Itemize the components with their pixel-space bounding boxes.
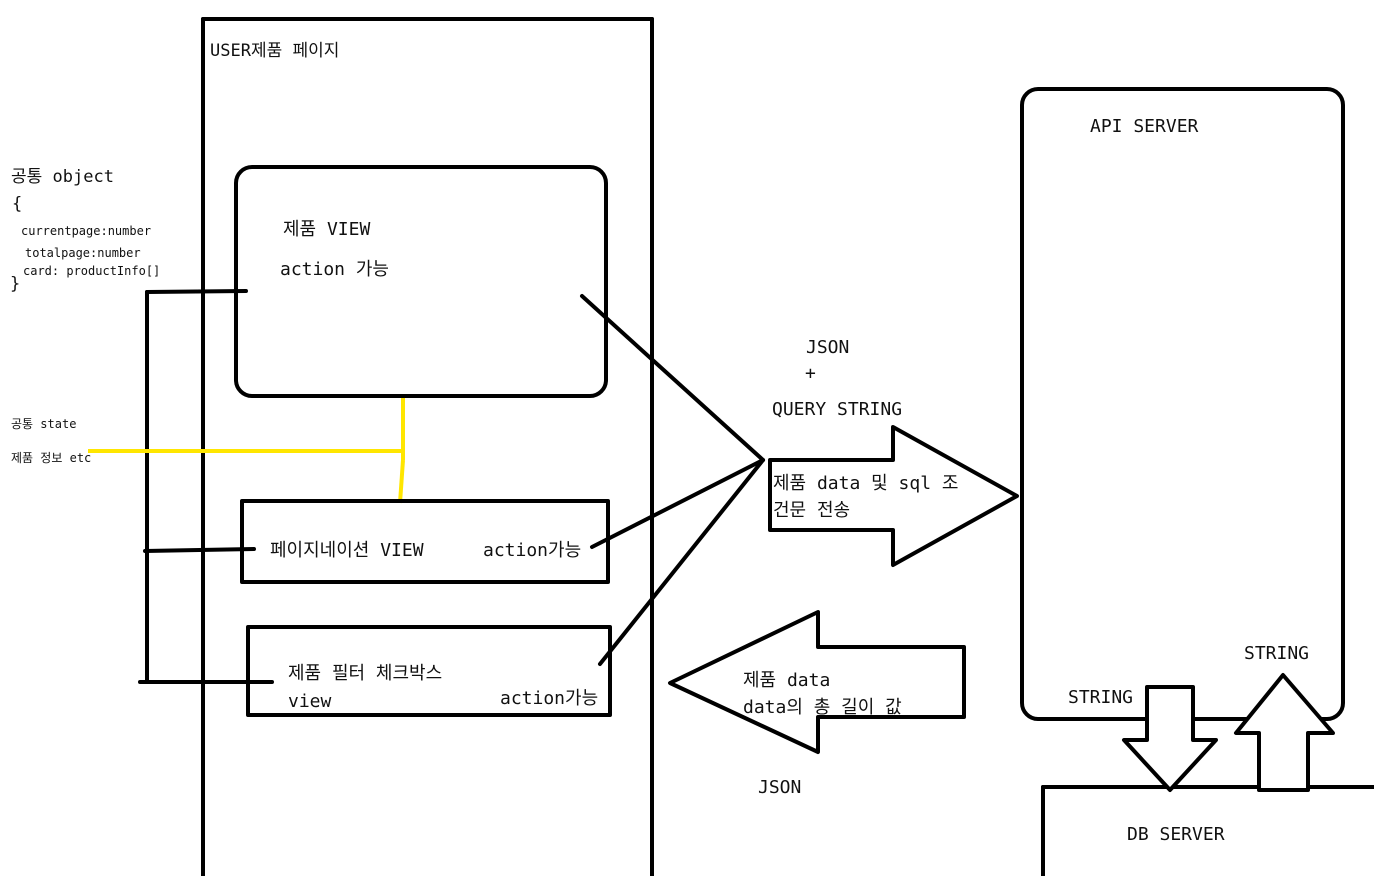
request-arrow (768, 425, 1019, 567)
response-format-json: JSON (758, 777, 801, 798)
pagination-view-action: action가능 (483, 540, 581, 561)
response-arrow (668, 610, 966, 754)
filter-view-action: action가능 (500, 688, 598, 709)
response-arrow-line1: 제품 data (743, 670, 830, 691)
request-arrow-line1: 제품 data 및 sql 조 (773, 473, 958, 494)
product-view-box (234, 165, 608, 398)
request-arrow-line2: 건문 전송 (773, 500, 850, 521)
request-format-plus: + (805, 363, 816, 384)
db-to-api-arrow (1234, 673, 1335, 792)
pagination-view-title: 페이지네이션 VIEW (270, 540, 424, 561)
common-object-field: currentpage:number (21, 224, 151, 238)
response-arrow-line2: data의 총 길이 값 (743, 697, 902, 718)
api-server-title: API SERVER (1090, 116, 1199, 137)
common-object-field: totalpage:number (25, 246, 141, 260)
api-server-box (1020, 87, 1345, 721)
product-view-title: 제품 VIEW (283, 219, 370, 240)
common-object-title: 공통 object (11, 167, 114, 187)
db-to-api-label: STRING (1244, 643, 1309, 664)
common-object-field: card: productInfo[] (23, 264, 160, 278)
db-server-frame (1041, 785, 1374, 876)
common-state-detail: 제품 정보 etc (11, 451, 91, 465)
request-format-json: JSON (806, 337, 849, 358)
filter-view-box (246, 625, 612, 717)
api-to-db-label: STRING (1068, 687, 1133, 708)
filter-view-title: 제품 필터 체크박스 (288, 663, 442, 684)
user-page-frame (201, 17, 654, 876)
common-object-open-brace: { (12, 194, 22, 214)
common-object-close-brace: } (10, 274, 20, 294)
view-to-request-lines (580, 294, 765, 666)
user-page-title: USER제품 페이지 (210, 41, 339, 61)
common-state-label: 공통 state (11, 417, 76, 431)
common-object-connector (138, 289, 274, 684)
product-view-action: action 가능 (280, 259, 389, 280)
common-object-annotation: 공통 object { currentpage:number totalpage… (10, 167, 160, 294)
api-to-db-arrow (1122, 685, 1218, 792)
common-state-connector (88, 397, 405, 504)
db-server-title: DB SERVER (1127, 824, 1225, 845)
pagination-view-box (240, 499, 610, 584)
request-format-query-string: QUERY STRING (772, 399, 902, 420)
filter-view-subtitle: view (288, 691, 332, 712)
